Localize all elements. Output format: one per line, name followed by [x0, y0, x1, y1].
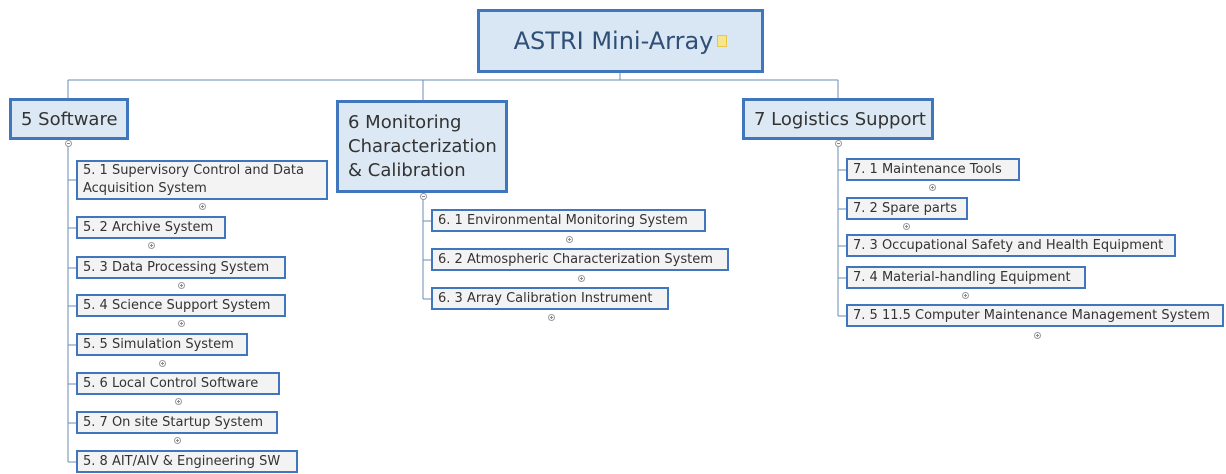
list-item[interactable]: 6. 1 Environmental Monitoring System	[431, 209, 706, 232]
expand-icon[interactable]	[903, 223, 910, 230]
list-item[interactable]: 6. 3 Array Calibration Instrument	[431, 287, 669, 310]
collapse-icon[interactable]	[65, 140, 72, 147]
expand-icon[interactable]	[178, 320, 185, 327]
list-item[interactable]: 5. 7 On site Startup System	[76, 411, 278, 434]
branch-software[interactable]: 5 Software	[9, 98, 129, 140]
expand-icon[interactable]	[175, 398, 182, 405]
expand-icon[interactable]	[148, 242, 155, 249]
list-item[interactable]: 5. 2 Archive System	[76, 216, 226, 239]
list-item[interactable]: 7. 1 Maintenance Tools	[846, 158, 1020, 181]
item-label: 5. 4 Science Support System	[83, 298, 271, 313]
note-icon	[717, 35, 728, 47]
item-label: 7. 5 11.5 Computer Maintenance Managemen…	[853, 308, 1210, 323]
list-item[interactable]: 5. 6 Local Control Software	[76, 372, 280, 395]
branch-label: 5 Software	[21, 108, 118, 130]
item-label: 7. 2 Spare parts	[853, 201, 958, 216]
list-item[interactable]: 5. 8 AIT/AIV & Engineering SW	[76, 450, 298, 473]
item-label: 5. 2 Archive System	[83, 220, 214, 235]
list-item[interactable]: 5. 5 Simulation System	[76, 333, 248, 356]
branch-label: 7 Logistics Support	[754, 108, 926, 130]
root-node[interactable]: ASTRI Mini-Array	[477, 9, 764, 73]
branch-monitoring[interactable]: 6 Monitoring Characterization & Calibrat…	[336, 100, 508, 193]
root-label: ASTRI Mini-Array	[513, 27, 714, 55]
list-item[interactable]: 5. 3 Data Processing System	[76, 256, 286, 279]
item-label: 7. 4 Material-handling Equipment	[853, 270, 1071, 285]
list-item[interactable]: 5. 1 Supervisory Control and Data Acquis…	[76, 160, 328, 200]
expand-icon[interactable]	[566, 236, 573, 243]
expand-icon[interactable]	[159, 360, 166, 367]
item-label: 5. 6 Local Control Software	[83, 376, 259, 391]
item-label: 5. 7 On site Startup System	[83, 415, 264, 430]
item-label: 5. 8 AIT/AIV & Engineering SW	[83, 454, 281, 469]
item-label: 6. 2 Atmospheric Characterization System	[438, 252, 713, 267]
list-item[interactable]: 7. 4 Material-handling Equipment	[846, 266, 1086, 289]
list-item[interactable]: 7. 2 Spare parts	[846, 197, 968, 220]
expand-icon[interactable]	[1034, 332, 1041, 339]
expand-icon[interactable]	[178, 282, 185, 289]
expand-icon[interactable]	[962, 292, 969, 299]
list-item[interactable]: 6. 2 Atmospheric Characterization System	[431, 248, 729, 271]
item-label: 6. 3 Array Calibration Instrument	[438, 291, 653, 306]
item-label: 5. 1 Supervisory Control and Data Acquis…	[83, 163, 304, 196]
list-item[interactable]: 7. 5 11.5 Computer Maintenance Managemen…	[846, 304, 1224, 327]
expand-icon[interactable]	[548, 314, 555, 321]
list-item[interactable]: 7. 3 Occupational Safety and Health Equi…	[846, 234, 1176, 257]
expand-icon[interactable]	[578, 275, 585, 282]
collapse-icon[interactable]	[420, 193, 427, 200]
item-label: 5. 5 Simulation System	[83, 337, 234, 352]
expand-icon[interactable]	[199, 203, 206, 210]
list-item[interactable]: 5. 4 Science Support System	[76, 294, 286, 317]
expand-icon[interactable]	[929, 184, 936, 191]
expand-icon[interactable]	[174, 437, 181, 444]
branch-label: 6 Monitoring Characterization & Calibrat…	[348, 111, 497, 181]
collapse-icon[interactable]	[835, 140, 842, 147]
item-label: 7. 1 Maintenance Tools	[853, 162, 1002, 177]
item-label: 5. 3 Data Processing System	[83, 260, 270, 275]
item-label: 6. 1 Environmental Monitoring System	[438, 213, 688, 228]
branch-logistics[interactable]: 7 Logistics Support	[742, 98, 934, 140]
item-label: 7. 3 Occupational Safety and Health Equi…	[853, 238, 1164, 253]
